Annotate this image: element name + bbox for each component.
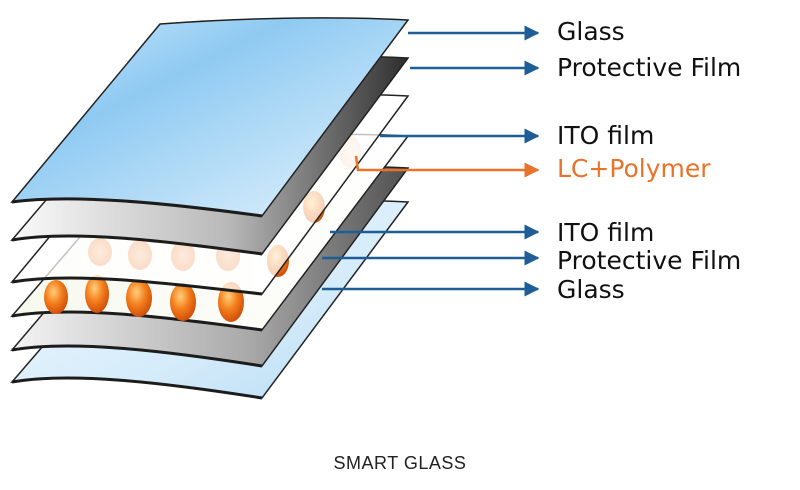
layer-glass-top [10, 17, 410, 218]
lc-droplet [44, 280, 68, 314]
label-glass-bottom: Glass [557, 275, 625, 304]
label-protective-film-bottom: Protective Film [557, 246, 741, 275]
diagram-caption: SMART GLASS [334, 453, 467, 473]
label-lc-polymer: LC+Polymer [557, 154, 711, 183]
lc-droplet [126, 279, 152, 317]
lc-droplet-faint [88, 238, 112, 266]
label-protective-film-top: Protective Film [557, 53, 741, 82]
label-ito-film-bottom: ITO film [557, 218, 654, 247]
lc-droplet-faint [128, 240, 152, 270]
arrow-lc-polymer [354, 155, 540, 178]
layer-labels: Glass Protective Film ITO film LC+Polyme… [557, 17, 741, 304]
label-glass-top: Glass [557, 17, 625, 46]
lc-droplet [85, 275, 109, 313]
lc-droplet-faint [171, 241, 195, 271]
lc-droplet [170, 283, 196, 321]
callout-arrows [322, 25, 540, 297]
label-ito-film-top: ITO film [557, 121, 654, 150]
